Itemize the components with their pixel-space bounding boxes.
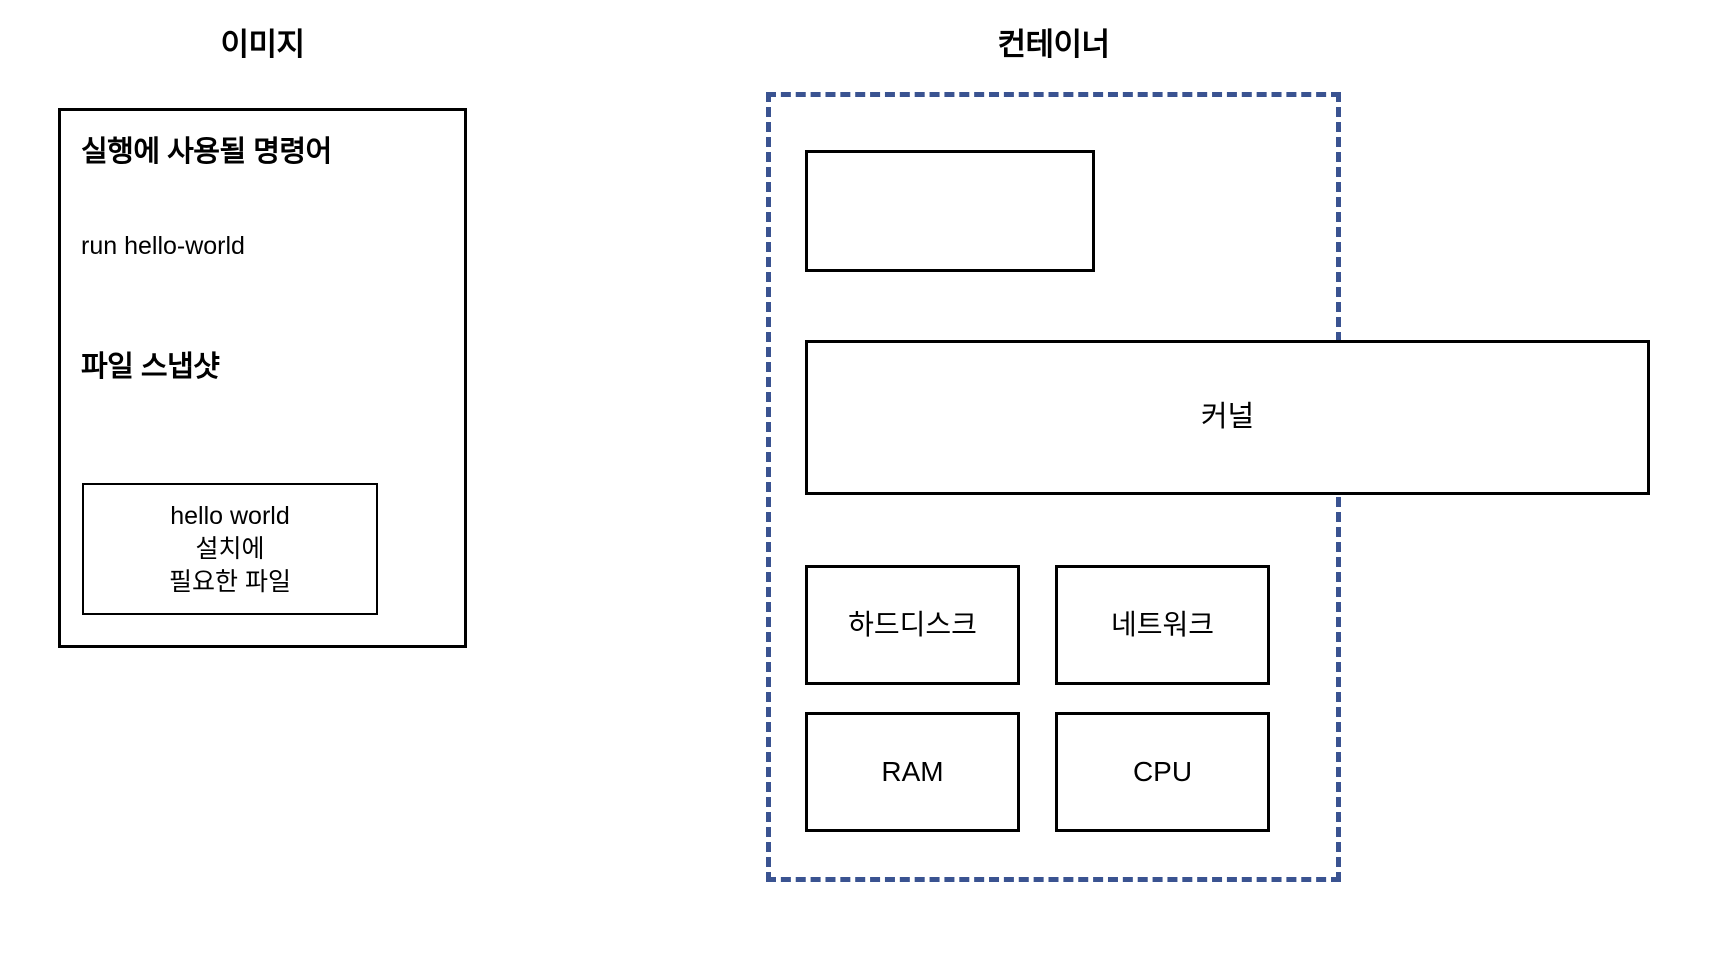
cpu-box: CPU bbox=[1055, 712, 1270, 832]
command-heading: 실행에 사용될 명령어 bbox=[81, 136, 332, 168]
ram-box: RAM bbox=[805, 712, 1020, 832]
snapshot-line-3: 필요한 파일 bbox=[169, 568, 291, 596]
image-panel: 실행에 사용될 명령어 run hello-world 파일 스냅샷 hello… bbox=[58, 108, 467, 648]
harddisk-box: 하드디스크 bbox=[805, 565, 1020, 685]
snapshot-heading: 파일 스냅샷 bbox=[81, 351, 220, 383]
ram-box-label: RAM bbox=[881, 756, 944, 788]
kernel-box: 커널 bbox=[805, 340, 1650, 495]
application-box bbox=[805, 150, 1095, 272]
file-snapshot-box: hello world 설치에 필요한 파일 bbox=[82, 483, 378, 615]
snapshot-line-2: 설치에 bbox=[195, 535, 265, 563]
command-value: run hello-world bbox=[81, 232, 245, 260]
image-section-title: 이미지 bbox=[220, 27, 305, 62]
snapshot-line-1: hello world bbox=[170, 502, 290, 530]
container-section-title: 컨테이너 bbox=[997, 27, 1110, 62]
network-box: 네트워크 bbox=[1055, 565, 1270, 685]
cpu-box-label: CPU bbox=[1132, 756, 1193, 788]
network-box-label: 네트워크 bbox=[1110, 609, 1215, 641]
kernel-box-label: 커널 bbox=[1200, 401, 1255, 434]
harddisk-box-label: 하드디스크 bbox=[848, 609, 977, 641]
